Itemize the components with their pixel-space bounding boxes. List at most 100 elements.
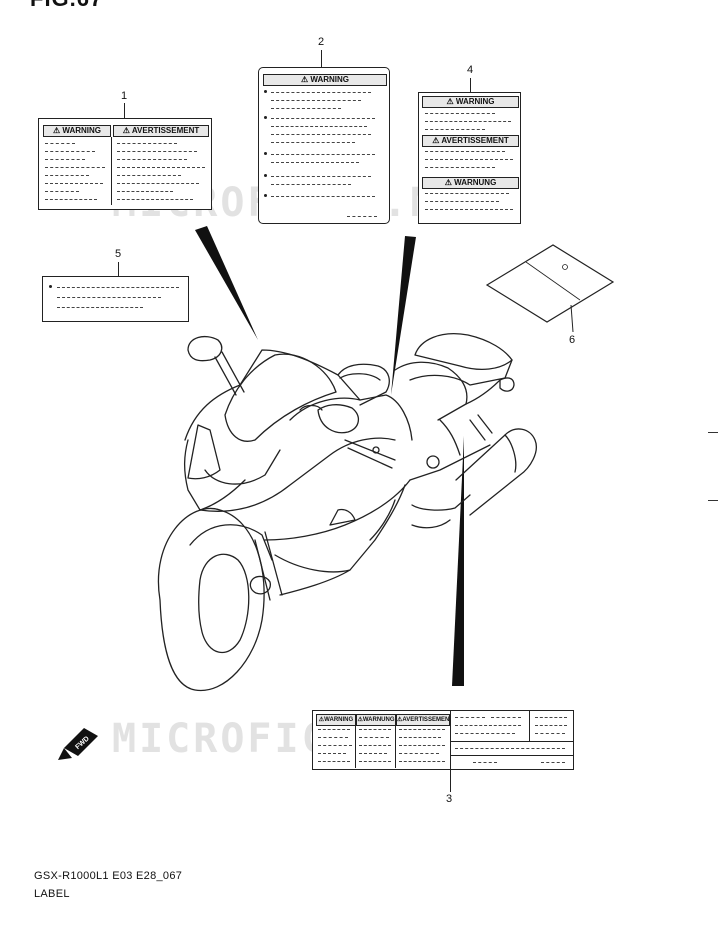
label-5[interactable] [42, 276, 189, 322]
label-2-text-line [271, 176, 371, 177]
section-name: LABEL [34, 888, 70, 900]
label-4-text-line [425, 129, 485, 130]
label-3-text-line [535, 725, 567, 726]
label-3-text-line [318, 737, 348, 738]
label-2-text-line [271, 134, 371, 135]
label-2-bullet [264, 90, 267, 93]
label-3-divider [450, 711, 451, 769]
label-2-text-line [271, 196, 375, 197]
callout-3[interactable]: 3 [446, 793, 453, 805]
label-3-text-line [318, 753, 346, 754]
motorcycle-illustration [157, 333, 537, 692]
label-4-text-line [425, 167, 495, 168]
label-2-text-line [271, 184, 351, 185]
label-1-divider [111, 137, 112, 205]
label-1-head-left: ⚠ WARNING [43, 125, 111, 137]
label-1-text-line [117, 175, 181, 176]
label-2-text-line [271, 142, 355, 143]
label-3-text-line [455, 725, 521, 726]
pointer-label-1 [195, 226, 258, 340]
label-2-text-line [271, 108, 341, 109]
label-4-text-line [425, 159, 513, 160]
label-3-text-line [541, 762, 565, 763]
label-1-text-line [45, 143, 75, 144]
edge-mark-upper [708, 432, 718, 433]
leader-1 [124, 103, 125, 119]
label-1-warning[interactable]: ⚠ WARNING ⚠ AVERTISSEMENT [38, 118, 212, 210]
label-4-text-line [425, 193, 509, 194]
label-1-text-line [117, 167, 205, 168]
callout-4[interactable]: 4 [467, 64, 474, 76]
label-3-text-line [318, 745, 352, 746]
label-3-tire-info[interactable]: ⚠WARNING ⚠WARNUNG ⚠AVERTISSEMENT [312, 710, 574, 770]
fig-title: FIG.67 [30, 0, 103, 12]
label-3-divider [450, 741, 573, 742]
leader-4 [470, 78, 471, 92]
label-3-text-line [359, 745, 391, 746]
label-6-sheet[interactable] [485, 244, 615, 333]
callout-2[interactable]: 2 [318, 36, 325, 48]
label-4-head-c: ⚠ WARNUNG [422, 177, 519, 189]
label-3-text-line [473, 762, 497, 763]
label-3-text-line [359, 729, 391, 730]
label-3-text-line [399, 753, 439, 754]
label-3-divider [529, 711, 530, 741]
label-3-text-line [399, 745, 445, 746]
label-1-text-line [117, 151, 197, 152]
label-1-text-line [45, 183, 103, 184]
label-3-text-line [318, 729, 350, 730]
callout-5[interactable]: 5 [115, 248, 122, 260]
pointer-label-2 [391, 236, 416, 395]
label-3-text-line [535, 717, 567, 718]
label-1-text-line [117, 191, 173, 192]
label-1-text-line [45, 199, 97, 200]
label-1-text-line [45, 159, 85, 160]
label-2-text-line [271, 92, 371, 93]
label-2-warning[interactable]: ⚠ WARNING [258, 67, 390, 224]
label-3-text-line [399, 729, 445, 730]
label-1-text-line [117, 199, 193, 200]
label-1-text-line [45, 151, 95, 152]
label-3-text-line [455, 717, 485, 718]
label-1-text-line [117, 183, 199, 184]
label-2-bullet [264, 116, 267, 119]
label-5-text-line [57, 297, 161, 298]
label-2-text-line [271, 100, 361, 101]
label-5-text-line [57, 307, 143, 308]
label-2-bullet [264, 152, 267, 155]
fwd-direction-badge: FWD [58, 728, 98, 760]
label-2-text-line [271, 126, 367, 127]
model-code: GSX-R1000L1 E03 E28_067 [34, 870, 183, 882]
leader-2 [321, 50, 322, 68]
label-2-text-line [347, 216, 377, 217]
label-2-text-line [271, 162, 359, 163]
label-1-text-line [45, 167, 105, 168]
label-3-text-line [399, 737, 441, 738]
label-2-text-line [271, 118, 375, 119]
label-3-text-line [359, 737, 389, 738]
label-2-text-line [271, 154, 375, 155]
label-3-text-line [359, 761, 391, 762]
label-3-text-line [399, 761, 445, 762]
label-1-head-right: ⚠ AVERTISSEMENT [113, 125, 209, 137]
label-3-divider [355, 714, 356, 768]
label-4-text-line [425, 113, 495, 114]
leader-5 [118, 262, 119, 276]
label-4-head-b: ⚠ AVERTISSEMENT [422, 135, 519, 147]
label-3-text-line [491, 717, 521, 718]
label-4-warning[interactable]: ⚠ WARNING ⚠ AVERTISSEMENT ⚠ WARNUNG [418, 92, 521, 224]
label-3-divider [450, 755, 573, 756]
label-3-text-line [359, 753, 387, 754]
label-1-text-line [45, 191, 79, 192]
label-3-text-line [535, 733, 565, 734]
leader-3 [450, 770, 451, 792]
callout-6[interactable]: 6 [569, 334, 576, 346]
label-3-text-line [455, 748, 565, 749]
label-2-bullet [264, 174, 267, 177]
label-2-head: ⚠ WARNING [263, 74, 387, 86]
edge-mark-lower [708, 500, 718, 501]
callout-1[interactable]: 1 [121, 90, 128, 102]
label-1-text-line [117, 143, 177, 144]
